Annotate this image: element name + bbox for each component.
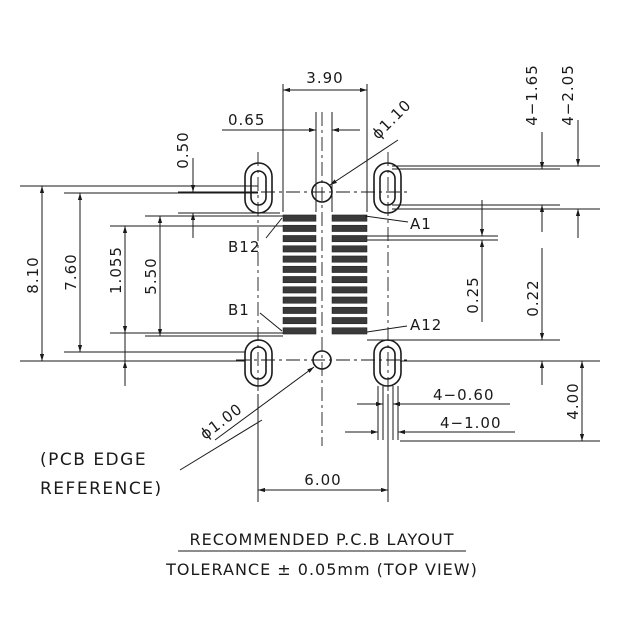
dim-slot-top-h2-text: 4−2.05 bbox=[559, 64, 577, 126]
dim-slot-top-h1-text: 4−1.65 bbox=[523, 64, 541, 126]
dim-pad-span: 5.50 bbox=[142, 215, 283, 337]
pad-left-2 bbox=[282, 224, 317, 232]
caption-title: RECOMMENDED P.C.B LAYOUT bbox=[189, 530, 454, 549]
label-a12: A12 bbox=[410, 316, 442, 334]
pad-left-8 bbox=[282, 286, 317, 294]
pad-right-3 bbox=[331, 235, 368, 243]
slot-bottom-right bbox=[373, 339, 402, 387]
dim-npth-dia: ϕ1.10 bbox=[329, 96, 415, 186]
center-lines bbox=[236, 112, 410, 446]
dim-top-width: 3.90 bbox=[282, 69, 368, 212]
dim-ptc-dia-text: ϕ1.00 bbox=[197, 400, 246, 443]
dim-pad-width: 0.25 bbox=[367, 200, 498, 322]
dim-edge-offset-text: 4.00 bbox=[564, 382, 582, 419]
mounting-slots bbox=[244, 162, 402, 387]
label-b1: B1 bbox=[228, 301, 250, 319]
pad-right-7 bbox=[331, 276, 368, 284]
dim-pad-gap-text: 0.22 bbox=[524, 279, 542, 316]
dim-slot-bot-w2-text: 4−1.00 bbox=[440, 414, 502, 432]
pad-left-1 bbox=[282, 214, 317, 222]
pad-left-7 bbox=[282, 276, 317, 284]
dim-pitch-text: 0.65 bbox=[228, 111, 265, 129]
pad-right-8 bbox=[331, 286, 368, 294]
dim-total-height-text: 8.10 bbox=[24, 256, 42, 293]
label-a1: A1 bbox=[410, 215, 432, 233]
dim-slot-pitch: 6.00 bbox=[257, 394, 389, 502]
pcb-edge-note-line1: (PCB EDGE bbox=[40, 450, 147, 470]
dim-top-offset-text: 0.50 bbox=[174, 131, 192, 168]
dim-pad-span-text: 5.50 bbox=[142, 257, 160, 294]
pad-right-1 bbox=[331, 214, 368, 222]
dim-pad-offset-text: 1.055 bbox=[107, 246, 125, 294]
dim-slot-bottom: 4−0.60 4−1.00 bbox=[345, 386, 515, 440]
dim-pad-offset: 1.055 bbox=[107, 225, 283, 386]
pad-right-10 bbox=[331, 306, 368, 314]
caption: RECOMMENDED P.C.B LAYOUT TOLERANCE ± 0.0… bbox=[165, 530, 478, 579]
signal-pads bbox=[282, 214, 368, 335]
dim-slot-top: 4−1.65 4−2.05 bbox=[392, 64, 600, 238]
slot-top-right bbox=[373, 162, 402, 214]
pcb-edge-note: (PCB EDGE REFERENCE) bbox=[40, 419, 263, 499]
dim-top-offset: 0.50 bbox=[174, 131, 280, 238]
pad-right-4 bbox=[331, 245, 368, 253]
caption-tolerance: TOLERANCE ± 0.05mm (TOP VIEW) bbox=[165, 560, 478, 579]
dim-slot-span-text: 7.60 bbox=[62, 253, 80, 290]
pin-labels: A1 B12 B1 A12 bbox=[228, 215, 442, 334]
dim-pitch: 0.65 bbox=[222, 111, 360, 212]
pad-left-12 bbox=[282, 327, 317, 335]
dim-pad-gap: 0.22 bbox=[367, 248, 560, 385]
pad-right-9 bbox=[331, 296, 368, 304]
dim-slot-span: 7.60 bbox=[62, 192, 258, 353]
dim-slot-bot-w1-text: 4−0.60 bbox=[433, 386, 495, 404]
pad-left-4 bbox=[282, 245, 317, 253]
pad-left-9 bbox=[282, 296, 317, 304]
dim-pad-width-text: 0.25 bbox=[464, 276, 482, 313]
pad-left-5 bbox=[282, 255, 317, 263]
pad-left-3 bbox=[282, 235, 317, 243]
dim-total-height: 8.10 bbox=[20, 185, 258, 362]
dim-edge-offset: 4.00 bbox=[400, 360, 600, 442]
label-b12: B12 bbox=[228, 238, 260, 256]
pad-left-11 bbox=[282, 317, 317, 325]
dim-top-width-text: 3.90 bbox=[306, 69, 343, 87]
pad-right-11 bbox=[331, 317, 368, 325]
pad-left-10 bbox=[282, 306, 317, 314]
slot-bottom-left bbox=[244, 339, 273, 387]
pad-right-5 bbox=[331, 255, 368, 263]
dim-slot-pitch-text: 6.00 bbox=[304, 471, 341, 489]
pad-right-12 bbox=[331, 327, 368, 335]
slot-top-left bbox=[244, 162, 273, 214]
npth-hole-bottom bbox=[312, 350, 332, 370]
pad-right-2 bbox=[331, 224, 368, 232]
dim-npth-dia-text: ϕ1.10 bbox=[368, 96, 415, 143]
pad-right-6 bbox=[331, 265, 368, 273]
pcb-edge-note-line2: REFERENCE) bbox=[40, 479, 163, 499]
pad-left-6 bbox=[282, 265, 317, 273]
